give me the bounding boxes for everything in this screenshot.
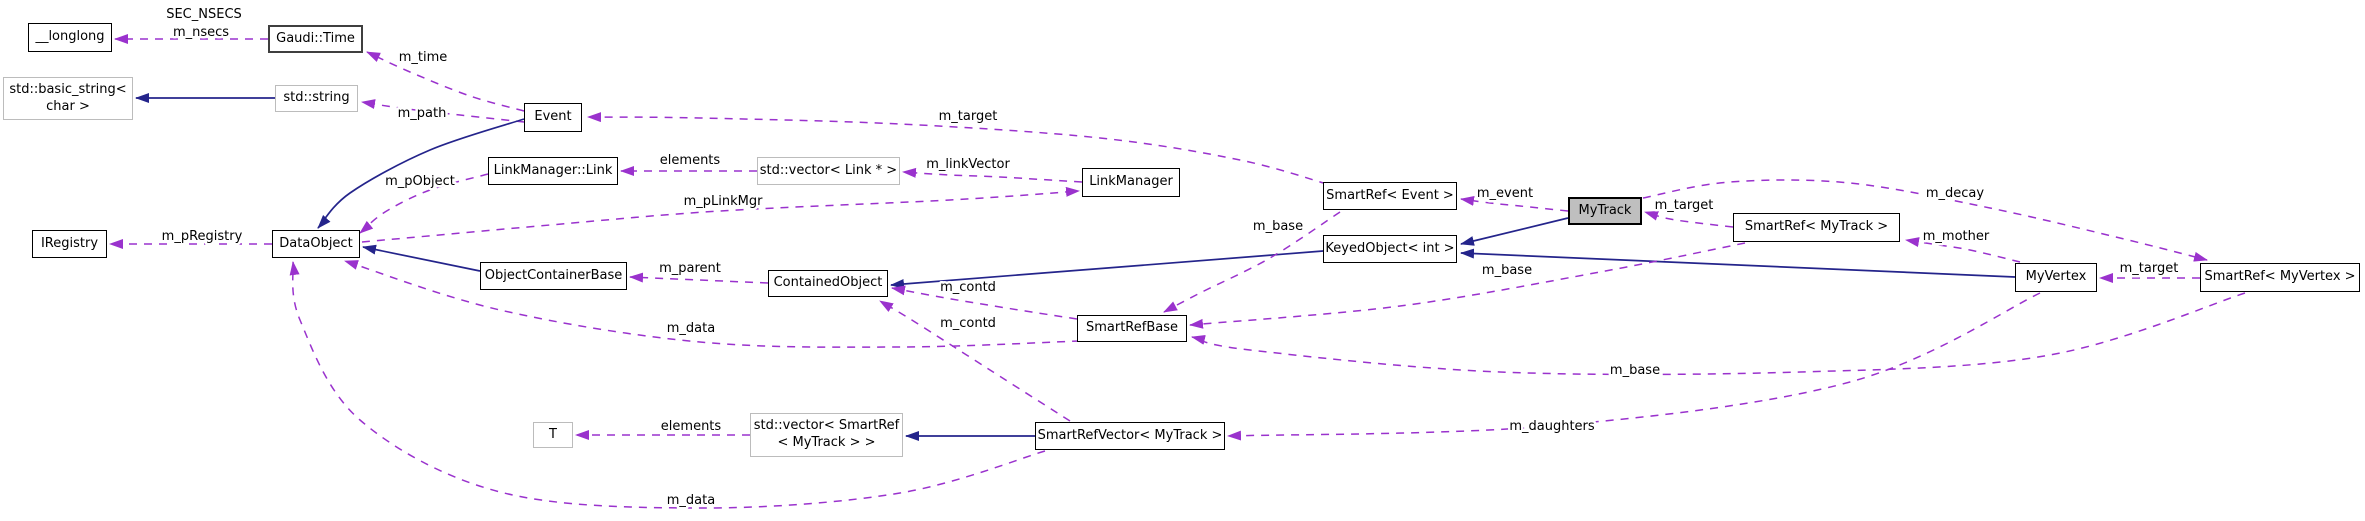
node-smartref-myvertex[interactable]: SmartRef< MyVertex >: [2200, 263, 2360, 292]
node-label: LinkManager::Link: [493, 162, 613, 178]
node-label: T: [549, 426, 557, 442]
node-label: std::string: [283, 90, 350, 106]
node-label: std::basic_string<: [9, 81, 127, 97]
node-smartrefbase[interactable]: SmartRefBase: [1077, 315, 1187, 342]
edge-m-data-refbase: [344, 260, 1081, 348]
node-label: IRegistry: [40, 235, 99, 251]
edge-m-linkvector: [902, 167, 1083, 183]
node-label: __longlong: [35, 29, 105, 45]
node-label: std::vector< Link * >: [759, 162, 898, 178]
node-std-vector-smartref: std::vector< SmartRef< MyTrack > >: [750, 413, 903, 457]
edge-label-m-time: m_time: [399, 50, 448, 65]
edge-m-event: [1460, 195, 1569, 212]
edge-m-base-myvertex: [1191, 292, 2246, 376]
edge-label-m-decay: m_decay: [1926, 186, 1985, 201]
edge-label-m-path: m_path: [398, 106, 447, 121]
edge-label-m-base-mytrack: m_base: [1482, 263, 1532, 278]
node-event[interactable]: Event: [524, 103, 582, 132]
edge-m-mother: [1905, 237, 2021, 263]
edge-event-inherit: [317, 118, 525, 229]
node-linkmanager[interactable]: LinkManager: [1082, 168, 1180, 197]
node-label: std::vector< SmartRef: [753, 418, 900, 434]
node-label: MyVertex: [2025, 269, 2087, 285]
node-dataobject[interactable]: DataObject: [272, 230, 360, 258]
edge-label-m-base-event: m_base: [1253, 219, 1303, 234]
edge-label-m-contd-refvector: m_contd: [940, 316, 996, 331]
edge-label-m-data-refvector: m_data: [667, 493, 715, 508]
edge-label-elements-link: elements: [660, 153, 721, 168]
edge-m-parent: [629, 272, 769, 284]
node-label: SmartRef< Event >: [1326, 187, 1454, 203]
edge-m-plinkmgr: [361, 186, 1080, 243]
edge-label-m-base-myvertex: m_base: [1610, 363, 1660, 378]
edge-label-m-contd-refbase: m_contd: [940, 280, 996, 295]
edge-m-path: [361, 99, 525, 123]
edge-label-m-data-refbase: m_data: [667, 321, 715, 336]
node-gaudi-time[interactable]: Gaudi::Time: [268, 25, 363, 53]
edge-m-contd-refbase: [891, 285, 1078, 320]
edge-m-daughters: [1227, 292, 2041, 441]
node-label: LinkManager: [1089, 174, 1173, 190]
node-smartref-mytrack[interactable]: SmartRef< MyTrack >: [1733, 213, 1900, 242]
edge-label-m-target-event: m_target: [939, 109, 998, 124]
edge-label-m-pobject: m_pObject: [385, 174, 455, 189]
node-label: DataObject: [279, 235, 353, 251]
node-label: SmartRef< MyVertex >: [2204, 269, 2356, 285]
edge-m-target-mytrack: [1644, 210, 1734, 228]
node-iregistry[interactable]: IRegistry: [32, 230, 107, 258]
node-label: Event: [534, 109, 572, 125]
node-std-string: std::string: [275, 85, 358, 112]
edge-label-sec-nsecs: m_nsecs: [173, 25, 229, 40]
edge-label-m-linkvector: m_linkVector: [926, 157, 1010, 172]
node-label: MyTrack: [1578, 202, 1632, 218]
node-label: ObjectContainerBase: [484, 267, 623, 283]
node-smartrefvector-mytrack[interactable]: SmartRefVector< MyTrack >: [1035, 422, 1225, 450]
edge-label-elements-t: elements: [661, 419, 722, 434]
edge-label-m-parent: m_parent: [659, 261, 721, 276]
edge-label-m-plinkmgr: m_pLinkMgr: [684, 194, 764, 209]
edge-myvertex-inherit: [1460, 248, 2016, 278]
node-objectcontainerbase[interactable]: ObjectContainerBase: [480, 262, 627, 290]
edge-m-decay: [1642, 179, 2208, 262]
node-longlong[interactable]: __longlong: [28, 23, 112, 52]
node-label: ContainedObject: [773, 275, 883, 291]
edge-label-m-mother: m_mother: [1923, 229, 1990, 244]
node-myvertex[interactable]: MyVertex: [2015, 263, 2097, 292]
node-mytrack: MyTrack: [1568, 197, 1642, 225]
edge-objcontainer-inherit: [362, 244, 481, 272]
node-label: Gaudi::Time: [276, 30, 355, 46]
node-label: char >: [46, 98, 90, 114]
edge-m-base-event: [1163, 211, 1341, 313]
edge-label-m-daughters: m_daughters: [1509, 419, 1595, 434]
edge-label-m-pregistry: m_pRegistry: [162, 229, 243, 244]
edge-m-base-mytrack: [1189, 242, 1746, 329]
edge-label-m-target-myvertex: m_target: [2120, 261, 2179, 276]
edge-mytrack-inherit: [1460, 217, 1569, 246]
edge-m-target-event: [587, 112, 1328, 185]
node-keyedobject-int[interactable]: KeyedObject< int >: [1323, 235, 1457, 263]
edge-keyedobject-inherit: [890, 250, 1324, 289]
node-label: < MyTrack > >: [777, 435, 876, 450]
edge-label-sec-nsecs: SEC_NSECS: [166, 7, 242, 22]
node-smartref-event[interactable]: SmartRef< Event >: [1323, 182, 1457, 210]
node-std-vector-link: std::vector< Link * >: [757, 157, 900, 185]
node-linkmanager-link[interactable]: LinkManager::Link: [488, 157, 618, 185]
node-label: SmartRef< MyTrack >: [1744, 219, 1889, 235]
edge-m-data-refvector: [289, 261, 1046, 509]
node-label: KeyedObject< int >: [1325, 240, 1455, 256]
node-containedobject[interactable]: ContainedObject: [768, 270, 888, 297]
edge-label-m-event: m_event: [1477, 186, 1533, 201]
edge-label-m-target-mytrack: m_target: [1655, 198, 1714, 213]
node-t-node: T: [533, 422, 573, 448]
node-label: SmartRefVector< MyTrack >: [1037, 427, 1223, 443]
node-std-basic-string: std::basic_string<char >: [3, 77, 133, 120]
node-label: SmartRefBase: [1085, 320, 1178, 336]
